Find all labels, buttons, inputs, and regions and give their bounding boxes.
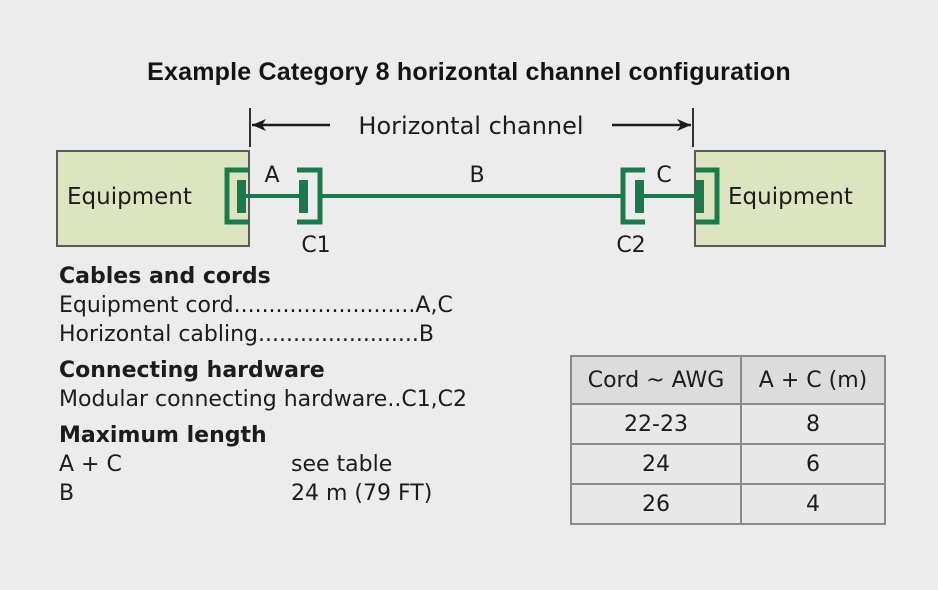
awg-length-table: Cord ~ AWG A + C (m) 22-23 8 24 6 26 4 xyxy=(570,355,886,525)
legend-cables-section: Cables and cords Equipment cord.........… xyxy=(59,262,467,349)
legend-heading-cables: Cables and cords xyxy=(59,264,271,289)
table-cell-length: 6 xyxy=(740,443,886,485)
table-header-row: Cord ~ AWG A + C (m) xyxy=(570,355,886,405)
table-row: 24 6 xyxy=(570,443,886,485)
diagram-title: Example Category 8 horizontal channel co… xyxy=(147,58,791,86)
table-header-awg: Cord ~ AWG xyxy=(570,355,742,405)
channel-diagram: Horizontal channel Equipment Equipment A… xyxy=(56,108,886,258)
span-label: Horizontal channel xyxy=(358,112,583,140)
equipment-box-left xyxy=(56,150,250,247)
table-row: 22-23 8 xyxy=(570,403,886,445)
equipment-jack-left xyxy=(224,167,249,225)
equipment-label-left: Equipment xyxy=(67,184,192,210)
segment-label-c: C xyxy=(656,163,671,188)
equipment-box-right xyxy=(694,150,886,247)
equipment-label-right: Equipment xyxy=(728,184,853,210)
table-cell-length: 4 xyxy=(740,483,886,525)
table-row: 26 4 xyxy=(570,483,886,525)
table-cell-length: 8 xyxy=(740,403,886,445)
legend-item-equipment-cord: Equipment cord..........................… xyxy=(59,293,453,318)
segment-label-b: B xyxy=(469,163,484,188)
plug-a-left xyxy=(237,180,246,213)
legend-heading-hardware: Connecting hardware xyxy=(59,358,325,383)
plug-a-right xyxy=(299,180,308,213)
table-cell-awg: 26 xyxy=(570,483,742,525)
segment-label-a: A xyxy=(264,163,279,188)
table-header-length: A + C (m) xyxy=(740,355,886,405)
legend-item-horizontal-cabling: Horizontal cabling......................… xyxy=(59,322,434,347)
equipment-jack-right xyxy=(695,167,720,225)
legend-item-modular-hardware: Modular connecting hardware..C1,C2 xyxy=(59,387,468,412)
table-cell-awg: 22-23 xyxy=(570,403,742,445)
legend: Cables and cords Equipment cord.........… xyxy=(59,262,467,515)
legend-hardware-section: Connecting hardware Modular connecting h… xyxy=(59,356,467,414)
connector-label-c2: C2 xyxy=(616,233,645,258)
plug-c-left xyxy=(635,180,644,213)
connector-c2 xyxy=(620,167,645,225)
legend-heading-max-length: Maximum length xyxy=(59,423,267,448)
plug-c-right xyxy=(695,180,704,213)
table-cell-awg: 24 xyxy=(570,443,742,485)
connector-label-c1: C1 xyxy=(301,233,330,258)
